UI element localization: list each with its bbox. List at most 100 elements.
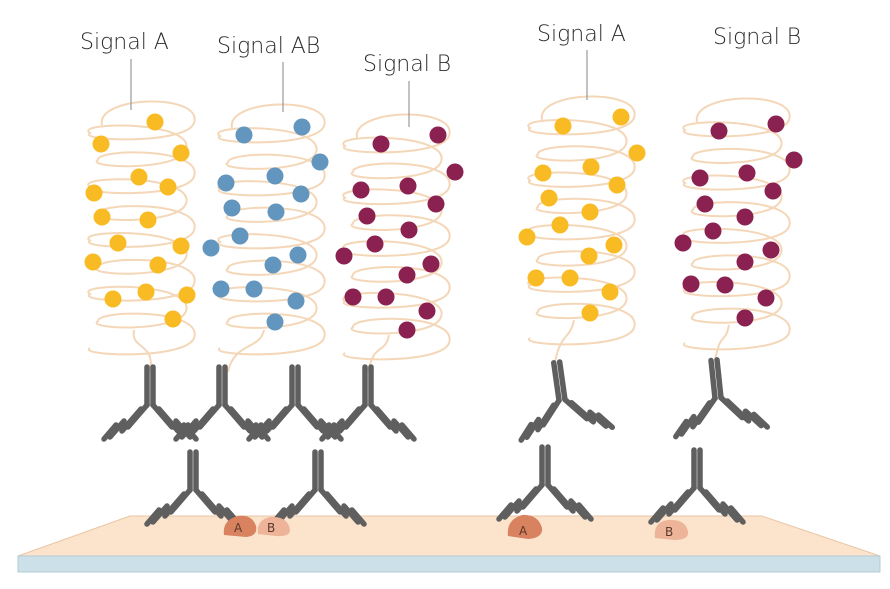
coil-signal-b-1-dot-3 [446,163,464,181]
antibody-lower-1-segment-4 [162,491,187,519]
antibody-upper-1-segment-7 [107,418,127,440]
coil-signal-b-2-dot-10 [674,234,692,252]
label-signal-b-2-text: Signal B [713,25,801,50]
coil-signal-b-1-dot-12 [398,266,416,284]
coil-signal-b-2-dot-12 [736,253,754,271]
epitope-a-1: A [223,515,257,537]
epitope-b-2-label: B [665,525,673,539]
coil-signal-b-2-dot-11 [762,241,780,259]
coil-signal-b-1-dot-14 [377,288,395,306]
coil-signal-a-2-dot-10 [518,228,536,246]
antibody-upper-4-segment-7 [325,418,345,440]
coil-signal-ab-dot-15 [287,292,305,310]
antibody-upper-1-segment-4 [119,406,144,434]
antibody-lower-2-segment-10 [349,507,367,527]
antibody-lower-2-segment-9 [341,503,361,525]
coil-signal-a-2-dot-8 [581,203,599,221]
coil-signal-b-1-dot-4 [399,177,417,195]
antibody-lower-1-segment-8 [144,507,162,527]
epitope-b-2: B [654,519,689,540]
antibody-upper-4-segment-6 [374,406,399,434]
antibody-upper-3-segment-6 [301,406,326,434]
coil-signal-a-2-dot-14 [561,269,579,287]
antibody-lower-4-segment-4 [666,489,691,517]
coil-signal-b-1-dot-5 [352,181,370,199]
coil-signal-b-1 [335,113,464,373]
coil-signal-a-1-dot-15 [104,290,122,308]
coil-signal-b-2-dot-3 [785,151,803,169]
antibody-upper-2-segment-6 [228,406,253,434]
coil-signal-b-2-dot-6 [764,182,782,200]
label-signal-b-2: Signal B [713,25,801,50]
coil-signal-b-1-dot-10 [335,247,353,265]
signal-coils [84,95,803,373]
antibody-upper-2-segment-7 [179,418,199,440]
coil-signal-ab-dot-6 [292,185,310,203]
coil-signal-a-2-dot-16 [581,304,599,322]
coil-signal-b-2-dot-2 [767,115,785,133]
coil-signal-a-1-dot-10 [172,237,190,255]
coil-signal-ab-dot-8 [267,203,285,221]
coil-signal-b-2 [674,97,803,361]
coil-signal-a-1-dot-1 [146,113,164,131]
coil-signal-b-1-dot-8 [400,221,418,239]
coil-signal-b-1-dot-16 [398,321,416,339]
antibody-upper-1-segment-8 [101,422,119,442]
antibody-upper-5-segment-10 [595,412,616,431]
coil-signal-ab-dot-16 [266,313,284,331]
antibody-lower-3-segment-6 [551,486,576,514]
coil-signal-a-1-dot-16 [164,310,182,328]
coil-signal-ab-dot-13 [212,280,230,298]
coil-signal-ab [202,103,329,373]
coil-signal-b-2-dot-16 [736,309,754,327]
antibody-lower-3-segment-8 [496,502,514,522]
antibody-lower-4-segment-9 [720,501,740,523]
antibodies [101,357,771,527]
coil-signal-a-2 [518,95,646,363]
epitope-b-1-label: B [267,521,275,535]
antibody-upper-5-segment-4 [535,402,557,433]
coil-signal-b-2-dot-13 [682,275,700,293]
antibody-upper-6-segment-1 [708,357,718,402]
coil-signal-ab-tether [227,329,265,373]
coil-signal-a-1-dot-4 [130,168,148,186]
antibody-lower-3-segment-7 [502,498,522,520]
coil-signal-b-2-tether [714,324,730,361]
antibody-upper-3-segment-7 [252,418,272,440]
label-signal-b-1: Signal B [363,52,451,127]
coil-signal-a-2-dot-5 [534,164,552,182]
antibody-upper-4-segment-10 [399,422,417,442]
antibody-upper-6-segment-4 [690,400,713,430]
antibody-upper-3-segment-4 [264,406,289,434]
coil-signal-a-1-dot-14 [178,286,196,304]
coil-signal-ab-dot-14 [245,280,263,298]
coil-signal-a-2-dot-13 [527,269,545,287]
label-signal-b-1-text: Signal B [363,52,451,77]
epitope-a-1-label: A [234,521,243,535]
label-signal-a-1: Signal A [80,30,169,110]
coil-signal-ab-dot-3 [311,153,329,171]
coil-signal-a-2-dot-12 [580,247,598,265]
antibody-upper-3-segment-8 [246,422,264,442]
coil-signal-b-1-dot-13 [344,288,362,306]
coil-signal-ab-dot-1 [235,126,253,144]
coil-signal-ab-dot-7 [223,199,241,217]
antibody-lower-1-segment-6 [199,491,224,519]
coil-signal-a-2-dot-7 [540,189,558,207]
coil-signal-ab-strand [217,103,326,356]
epitope-b-1: B [257,516,290,537]
coil-signal-b-2-dot-15 [757,289,775,307]
antibody-upper-2 [173,364,271,442]
coil-signal-a-2-strand [527,95,636,346]
coil-signal-b-2-dot-9 [704,222,722,240]
antibody-upper-5 [518,359,616,443]
coil-signal-b-2-dot-14 [716,276,734,294]
epitope-a-2-label: A [519,524,528,538]
antibody-upper-6-segment-7 [678,413,697,437]
coil-signal-b-2-strand [682,97,791,351]
label-signal-ab: Signal AB [217,34,320,112]
antibody-lower-2 [269,449,367,527]
antibody-upper-4-segment-9 [391,418,411,440]
antibody-upper-5-segment-2 [556,359,568,403]
